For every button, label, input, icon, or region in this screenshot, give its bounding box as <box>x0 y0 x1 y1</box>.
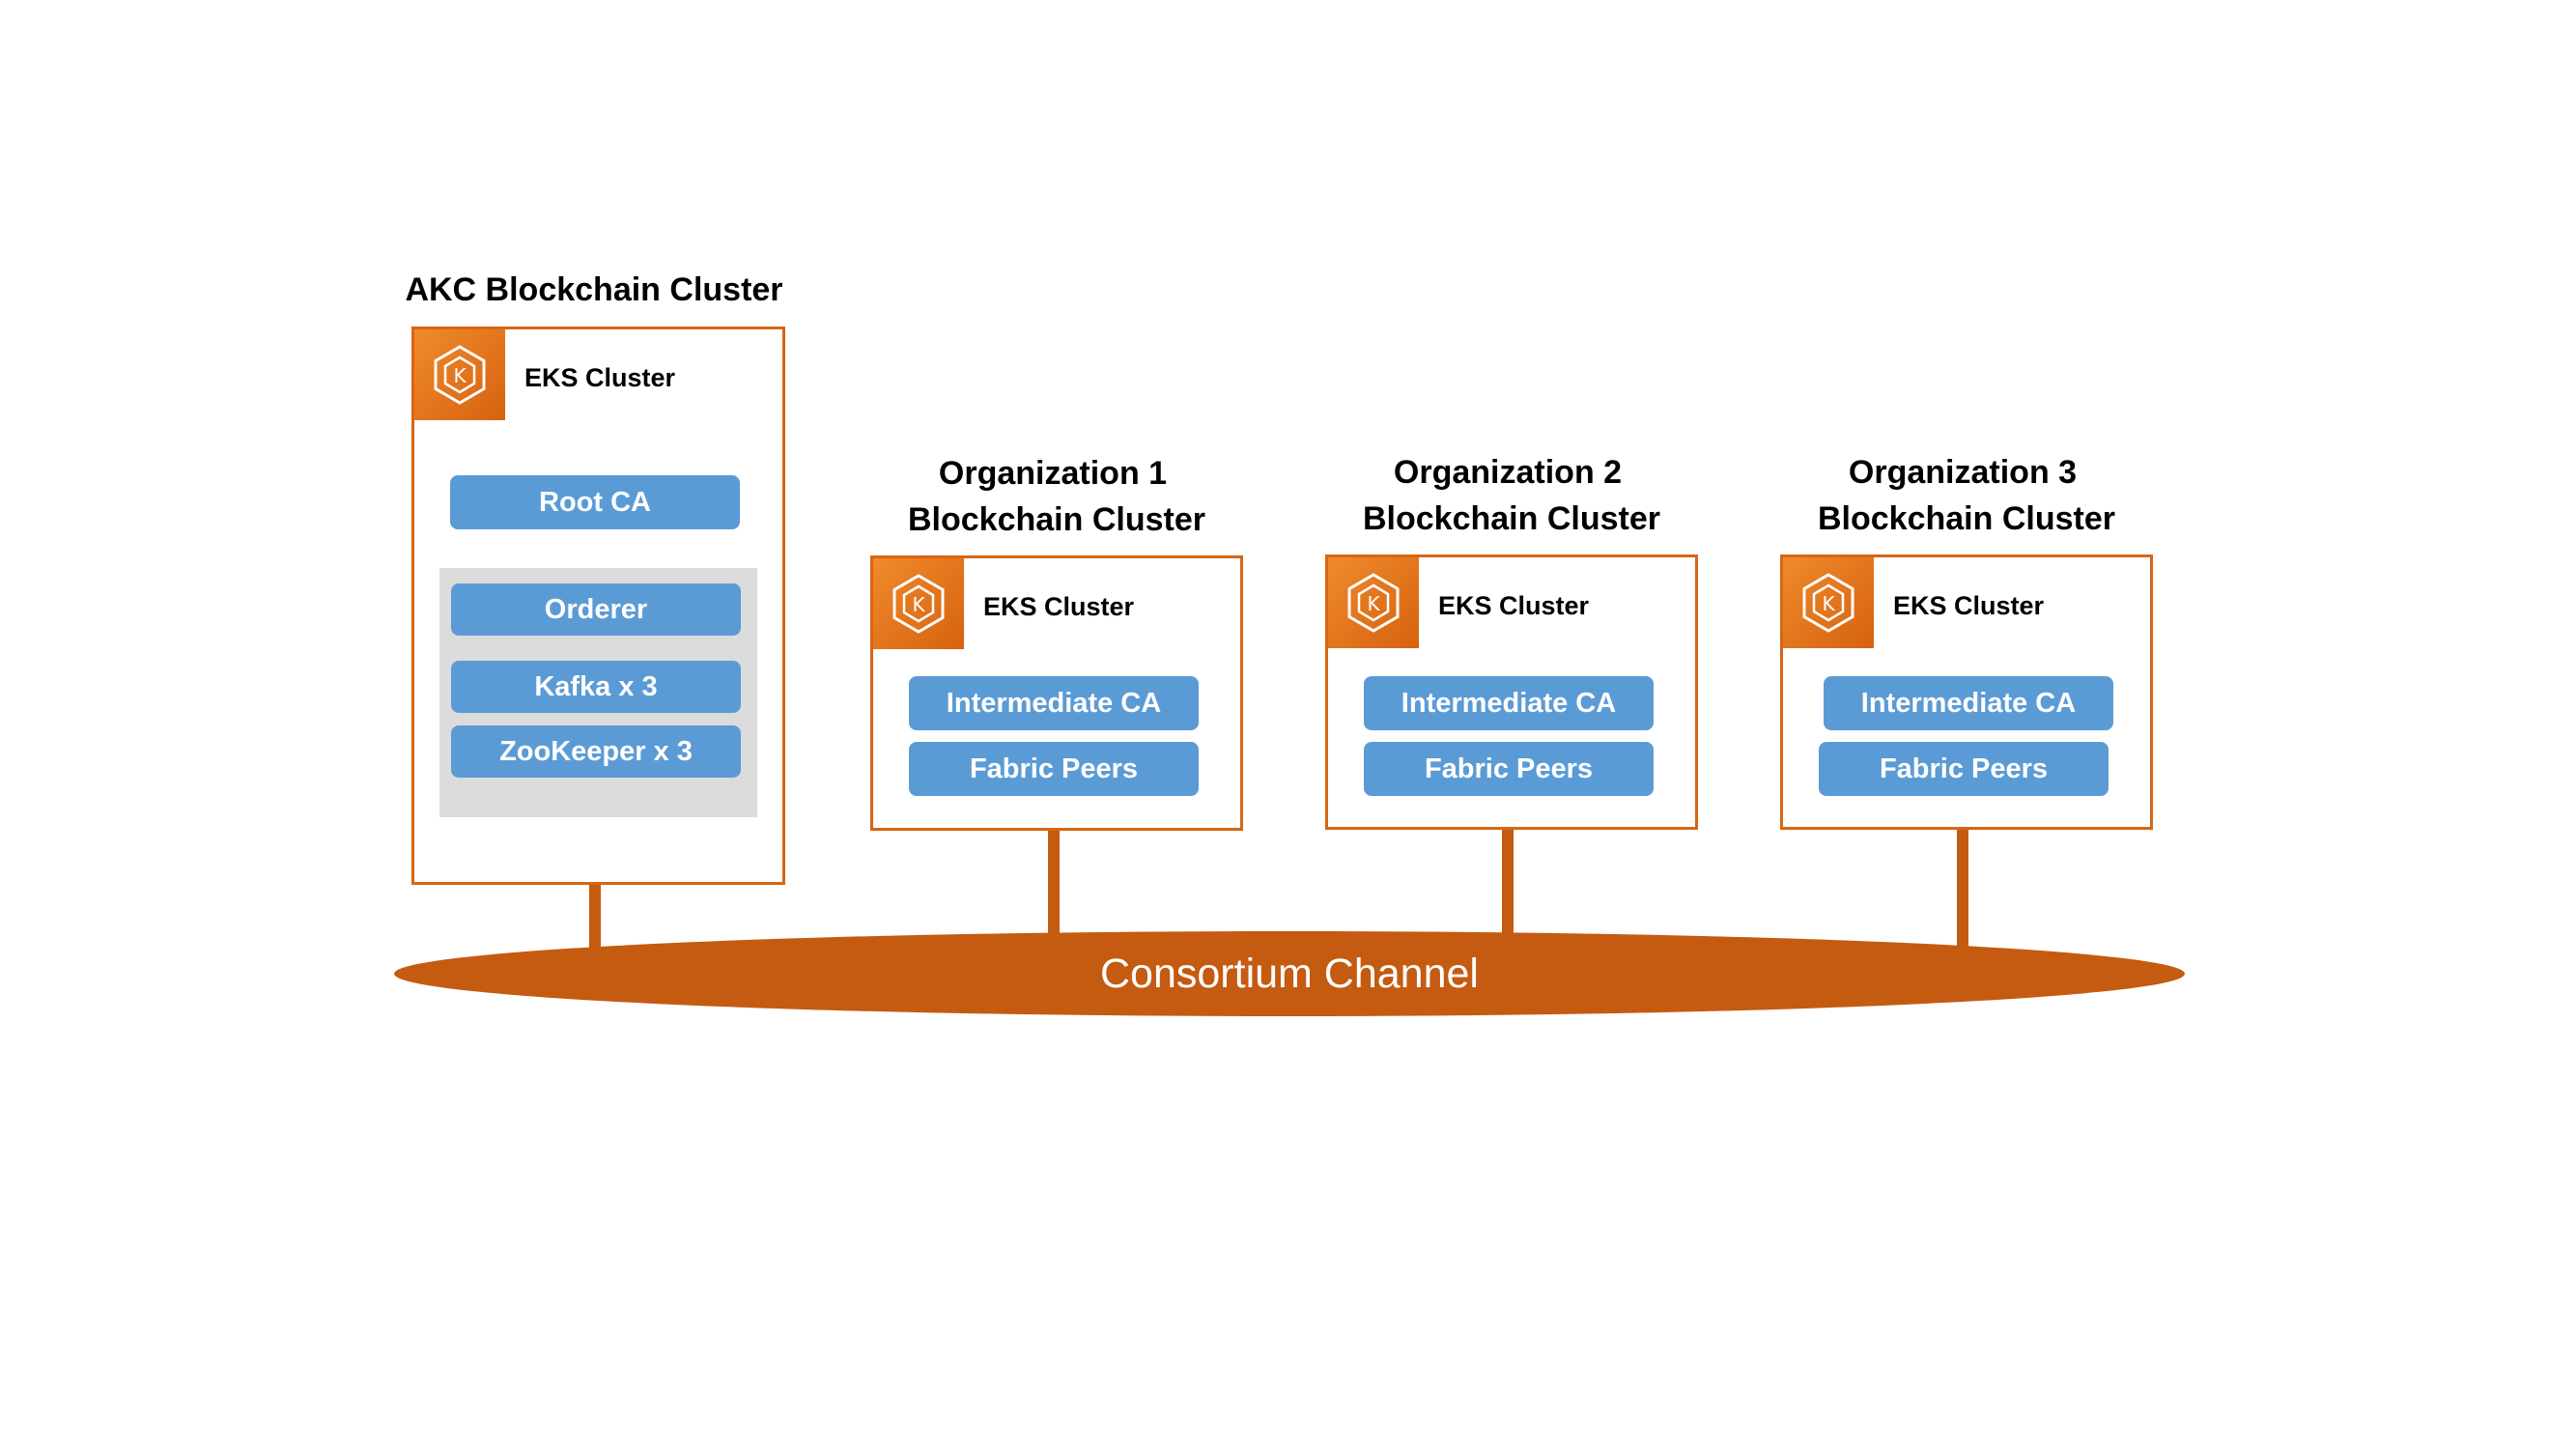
svg-text:K: K <box>1822 592 1835 615</box>
eks-icon: K <box>1328 557 1419 648</box>
org1-title-line2: Blockchain Cluster <box>908 501 1205 538</box>
org2-eks-cluster: K EKS Cluster Intermediate CA Fabric Pee… <box>1325 554 1698 830</box>
fabric-peers-component: Fabric Peers <box>1819 742 2109 796</box>
org3-title-line1: Organization 3 <box>1848 454 2078 491</box>
org2-title-line1: Organization 2 <box>1393 454 1623 491</box>
eks-cluster-label: EKS Cluster <box>1893 591 2045 620</box>
org3-eks-cluster: K EKS Cluster Intermediate CA Fabric Pee… <box>1780 554 2153 830</box>
zookeeper-component: ZooKeeper x 3 <box>451 725 741 778</box>
root-ca-component: Root CA <box>450 475 740 529</box>
intermediate-ca-component: Intermediate CA <box>1364 676 1654 730</box>
org1-eks-cluster: K EKS Cluster Intermediate CA Fabric Pee… <box>870 555 1243 831</box>
intermediate-ca-component: Intermediate CA <box>1824 676 2113 730</box>
eks-cluster-label: EKS Cluster <box>983 592 1135 621</box>
fabric-peers-component: Fabric Peers <box>909 742 1199 796</box>
fabric-peers-component: Fabric Peers <box>1364 742 1654 796</box>
eks-cluster-label: EKS Cluster <box>1438 591 1590 620</box>
kafka-component: Kafka x 3 <box>451 661 741 713</box>
org1-title-line1: Organization 1 <box>938 455 1168 492</box>
akc-eks-cluster: K EKS Cluster Root CA Orderer Kafka x 3 … <box>411 327 785 885</box>
org2-cluster-title: Organization 2 Blockchain Cluster <box>1363 449 1660 542</box>
svg-text:K: K <box>1367 592 1380 615</box>
orderer-component: Orderer <box>451 583 741 636</box>
eks-cluster-label: EKS Cluster <box>524 363 676 392</box>
eks-icon: K <box>414 329 505 420</box>
org3-title-line2: Blockchain Cluster <box>1818 500 2115 537</box>
connector-org3 <box>1957 793 1968 950</box>
eks-icon: K <box>1783 557 1874 648</box>
akc-cluster-title-text: AKC Blockchain Cluster <box>405 271 783 308</box>
akc-cluster-title: AKC Blockchain Cluster <box>401 267 787 313</box>
svg-text:K: K <box>912 593 925 616</box>
eks-icon: K <box>873 558 964 649</box>
intermediate-ca-component: Intermediate CA <box>909 676 1199 730</box>
ordering-service-group: Orderer Kafka x 3 ZooKeeper x 3 <box>439 568 757 817</box>
org2-title-line2: Blockchain Cluster <box>1363 500 1660 537</box>
consortium-channel-label: Consortium Channel <box>1100 951 1479 997</box>
org1-cluster-title: Organization 1 Blockchain Cluster <box>908 450 1205 543</box>
org3-cluster-title: Organization 3 Blockchain Cluster <box>1818 449 2115 542</box>
svg-text:K: K <box>453 364 467 387</box>
